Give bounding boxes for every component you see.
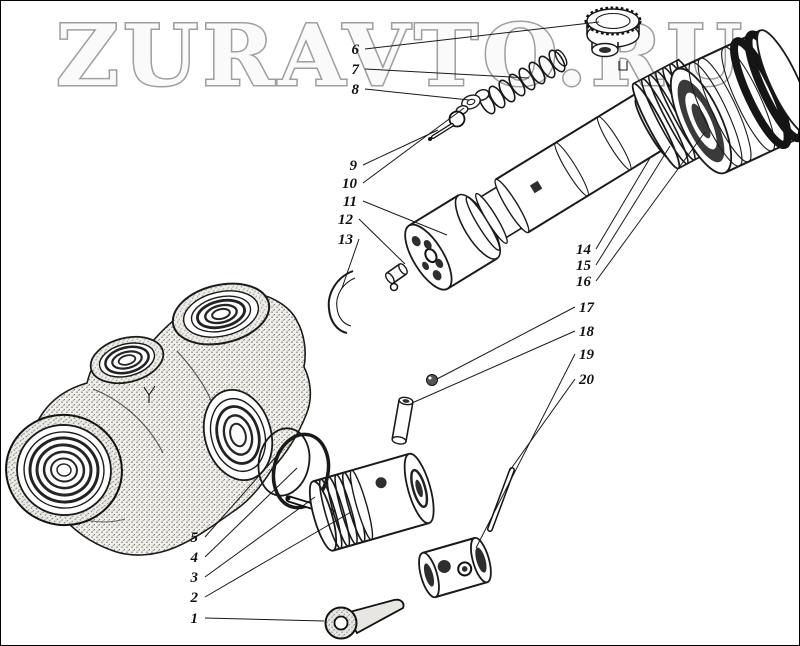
- leader-line-20: [507, 378, 576, 474]
- u-clip: [327, 270, 356, 334]
- callout-5: 5: [191, 530, 199, 546]
- inlet-port-large: [5, 413, 123, 527]
- leader-line-15: [595, 145, 671, 266]
- leader-line-14: [595, 157, 651, 250]
- callout-14: 14: [576, 242, 592, 258]
- follower-cylinder: [418, 536, 492, 599]
- callout-20: 20: [578, 372, 595, 388]
- callout-11: 11: [343, 194, 357, 210]
- leader-line-2: [204, 511, 352, 598]
- pin-tube: [391, 396, 414, 445]
- valve-body: [5, 282, 312, 556]
- top-port-right: [171, 282, 271, 346]
- spool-head: [404, 193, 501, 291]
- callout-3: 3: [190, 570, 199, 586]
- leader-line-6: [364, 21, 600, 50]
- side-port: [202, 388, 274, 482]
- leader-line-13: [341, 238, 360, 289]
- lever-key: [324, 598, 405, 640]
- callout-17: 17: [579, 300, 595, 316]
- leader-line-10: [362, 107, 465, 184]
- leader-line-16: [595, 131, 706, 282]
- callout-16: 16: [576, 274, 592, 290]
- callout-labels: 1 2 3 4 5 6 7 8 9 10 11 12 13 14 15 16 1…: [190, 42, 595, 627]
- callout-8: 8: [352, 82, 360, 98]
- callout-19: 19: [579, 347, 595, 363]
- spool-washer: [475, 192, 508, 245]
- callout-15: 15: [576, 258, 592, 274]
- callout-9: 9: [350, 158, 358, 174]
- cast-mark: [143, 385, 156, 403]
- leader-line-8: [364, 88, 470, 101]
- leader-line-17: [436, 306, 576, 380]
- tappet-ball: [389, 282, 399, 292]
- callout-2: 2: [190, 590, 199, 606]
- leader-line-5: [204, 451, 281, 538]
- callout-6: 6: [352, 42, 360, 58]
- callout-13: 13: [338, 232, 354, 248]
- cap-nut: [584, 6, 642, 71]
- leader-line-9: [362, 129, 439, 166]
- leader-line-4: [204, 467, 298, 558]
- leader-line-12: [358, 218, 406, 265]
- leader-line-19: [475, 353, 576, 549]
- leader-lines: [204, 21, 706, 622]
- callout-4: 4: [190, 550, 199, 566]
- callout-12: 12: [338, 212, 354, 228]
- valve-stem: [428, 110, 466, 141]
- ball: [426, 374, 438, 386]
- leader-line-3: [204, 496, 316, 578]
- leader-line-1: [204, 617, 325, 622]
- outer-sleeve: [669, 29, 799, 175]
- callout-18: 18: [579, 324, 595, 340]
- leader-line-11: [362, 200, 448, 236]
- small-clip: [618, 61, 628, 71]
- leader-line-7: [364, 68, 530, 79]
- callout-1: 1: [191, 611, 199, 627]
- leader-line-18: [411, 330, 576, 404]
- slide-valve: [308, 452, 435, 552]
- callout-10: 10: [342, 176, 358, 192]
- tappet-stub: [384, 263, 408, 285]
- callout-7: 7: [352, 62, 360, 78]
- spool-assembly: [404, 92, 670, 291]
- top-port-left: [89, 335, 165, 385]
